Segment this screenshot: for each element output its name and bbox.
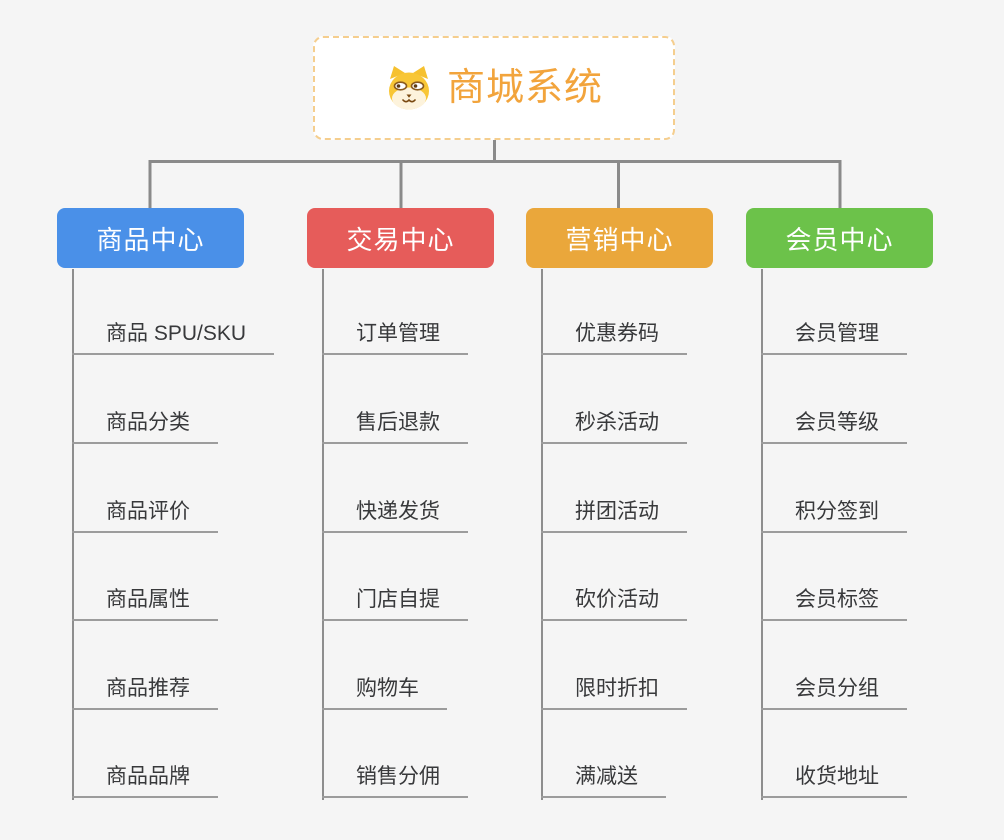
leaf-node[interactable]: 会员等级 xyxy=(761,406,907,444)
leaf-node[interactable]: 购物车 xyxy=(322,672,447,710)
branch-children-marketing: 优惠券码 秒杀活动 拼团活动 砍价活动 限时折扣 满减送 xyxy=(541,269,821,809)
leaf-node[interactable]: 积分签到 xyxy=(761,495,907,533)
leaf-node[interactable]: 商品品牌 xyxy=(72,760,218,798)
branch-node-trade-center[interactable]: 交易中心 xyxy=(307,208,494,268)
leaf-node[interactable]: 商品推荐 xyxy=(72,672,218,710)
branch-spine xyxy=(322,269,324,800)
branch-spine xyxy=(72,269,74,800)
leaf-node[interactable]: 会员管理 xyxy=(761,317,907,355)
leaf-node[interactable]: 售后退款 xyxy=(322,406,468,444)
leaf-node[interactable]: 满减送 xyxy=(541,760,666,798)
root-title: 商城系统 xyxy=(446,67,603,109)
leaf-node[interactable]: 限时折扣 xyxy=(541,672,687,710)
leaf-node[interactable]: 优惠券码 xyxy=(541,317,687,355)
branch-node-marketing-center[interactable]: 营销中心 xyxy=(526,208,713,268)
leaf-node[interactable]: 秒杀活动 xyxy=(541,406,687,444)
branch-node-product-center[interactable]: 商品中心 xyxy=(57,208,244,268)
branch-node-member-center[interactable]: 会员中心 xyxy=(746,208,933,268)
leaf-node[interactable]: 商品分类 xyxy=(72,406,218,444)
branch-children-trade: 订单管理 售后退款 快递发货 门店自提 购物车 销售分佣 xyxy=(322,269,602,809)
leaf-node[interactable]: 商品 SPU/SKU xyxy=(72,317,275,355)
branch-label: 商品中心 xyxy=(96,224,205,255)
branch-children-product: 商品 SPU/SKU 商品分类 商品评价 商品属性 商品推荐 商品品牌 xyxy=(72,269,352,809)
leaf-node[interactable]: 会员分组 xyxy=(761,672,907,710)
leaf-node[interactable]: 砍价活动 xyxy=(541,583,687,621)
leaf-node[interactable]: 销售分佣 xyxy=(322,760,468,798)
branch-label: 会员中心 xyxy=(785,224,894,255)
leaf-node[interactable]: 快递发货 xyxy=(322,495,468,533)
branch-label: 营销中心 xyxy=(565,224,674,255)
leaf-node[interactable]: 门店自提 xyxy=(322,583,468,621)
branch-label: 交易中心 xyxy=(346,224,455,255)
leaf-node[interactable]: 订单管理 xyxy=(322,317,468,355)
root-node[interactable]: 商城系统 xyxy=(313,36,675,140)
leaf-node[interactable]: 收货地址 xyxy=(761,760,907,798)
leaf-node[interactable]: 商品评价 xyxy=(72,495,218,533)
branch-spine xyxy=(541,269,543,800)
branch-children-member: 会员管理 会员等级 积分签到 会员标签 会员分组 收货地址 xyxy=(761,269,1004,809)
leaf-node[interactable]: 会员标签 xyxy=(761,583,907,621)
leaf-node[interactable]: 商品属性 xyxy=(72,583,218,621)
leaf-node[interactable]: 拼团活动 xyxy=(541,495,687,533)
branch-spine xyxy=(761,269,763,800)
dog-face-icon xyxy=(388,66,429,110)
